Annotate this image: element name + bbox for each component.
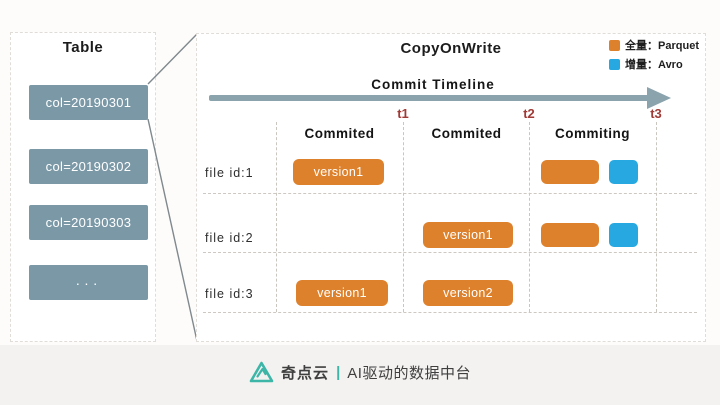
column-header-commited-1: Commited xyxy=(304,126,375,141)
table-panel: Table col=20190301 col=20190302 col=2019… xyxy=(10,32,156,342)
avro-swatch-icon xyxy=(609,58,621,70)
column-header-commited-2: Commited xyxy=(431,126,502,141)
table-panel-title: Table xyxy=(62,39,104,56)
file3-version2-parquet-chip: version2 xyxy=(423,280,513,306)
brand-tagline: AI驱动的数据中台 xyxy=(347,365,471,382)
tick-t1: t1 xyxy=(397,106,409,121)
brand-divider: | xyxy=(336,364,341,381)
commit-timeline-label: Commit Timeline xyxy=(371,77,495,92)
timeline-arrow-bar xyxy=(209,95,649,101)
file2-commiting-avro-chip xyxy=(609,223,638,247)
timeline-arrow-head-icon xyxy=(647,87,671,109)
file2-version1-parquet-chip: version1 xyxy=(423,222,513,248)
page-bottom-strip xyxy=(0,345,720,405)
copyonwrite-title: CopyOnWrite xyxy=(400,40,502,57)
footer-brand-bar: 奇点云 | AI驱动的数据中台 xyxy=(0,361,720,384)
file1-commiting-parquet-chip xyxy=(541,160,599,184)
partition-box-20190303: col=20190303 xyxy=(29,205,148,240)
legend-label-avro: 增量：Avro xyxy=(625,59,683,71)
brand-name: 奇点云 xyxy=(281,365,330,382)
legend-label-parquet: 全量：Parquet xyxy=(625,40,699,52)
partition-box-20190301: col=20190301 xyxy=(29,85,148,120)
tick-t2: t2 xyxy=(523,106,535,121)
legend-item-avro: 增量：Avro xyxy=(609,56,699,72)
file1-commiting-avro-chip xyxy=(609,160,638,184)
file1-version1-parquet-chip: version1 xyxy=(293,159,384,185)
parquet-swatch-icon xyxy=(609,39,621,51)
grid-hline-row3 xyxy=(203,312,697,313)
qidianyun-logo-icon xyxy=(249,361,274,383)
column-header-commiting: Commiting xyxy=(555,126,630,141)
legend-item-parquet: 全量：Parquet xyxy=(609,37,699,53)
file2-commiting-parquet-chip xyxy=(541,223,599,247)
grid-vline-t1 xyxy=(403,122,404,312)
partition-box-20190302: col=20190302 xyxy=(29,149,148,184)
row-label-file-id-2: file id:2 xyxy=(205,231,254,245)
file3-version1-parquet-chip: version1 xyxy=(296,280,388,306)
grid-vline-1 xyxy=(276,122,277,312)
grid-vline-t2 xyxy=(529,122,530,312)
grid-hline-row2 xyxy=(203,252,697,253)
grid-vline-t3 xyxy=(656,122,657,312)
legend: 全量：Parquet 增量：Avro xyxy=(609,37,699,72)
row-label-file-id-3: file id:3 xyxy=(205,287,254,301)
copyonwrite-panel: CopyOnWrite 全量：Parquet 增量：Avro Commit Ti… xyxy=(196,33,706,342)
row-label-file-id-1: file id:1 xyxy=(205,166,254,180)
partition-box-ellipsis: ··· xyxy=(29,265,148,300)
grid-hline-row1 xyxy=(203,193,697,194)
tick-t3: t3 xyxy=(650,106,662,121)
